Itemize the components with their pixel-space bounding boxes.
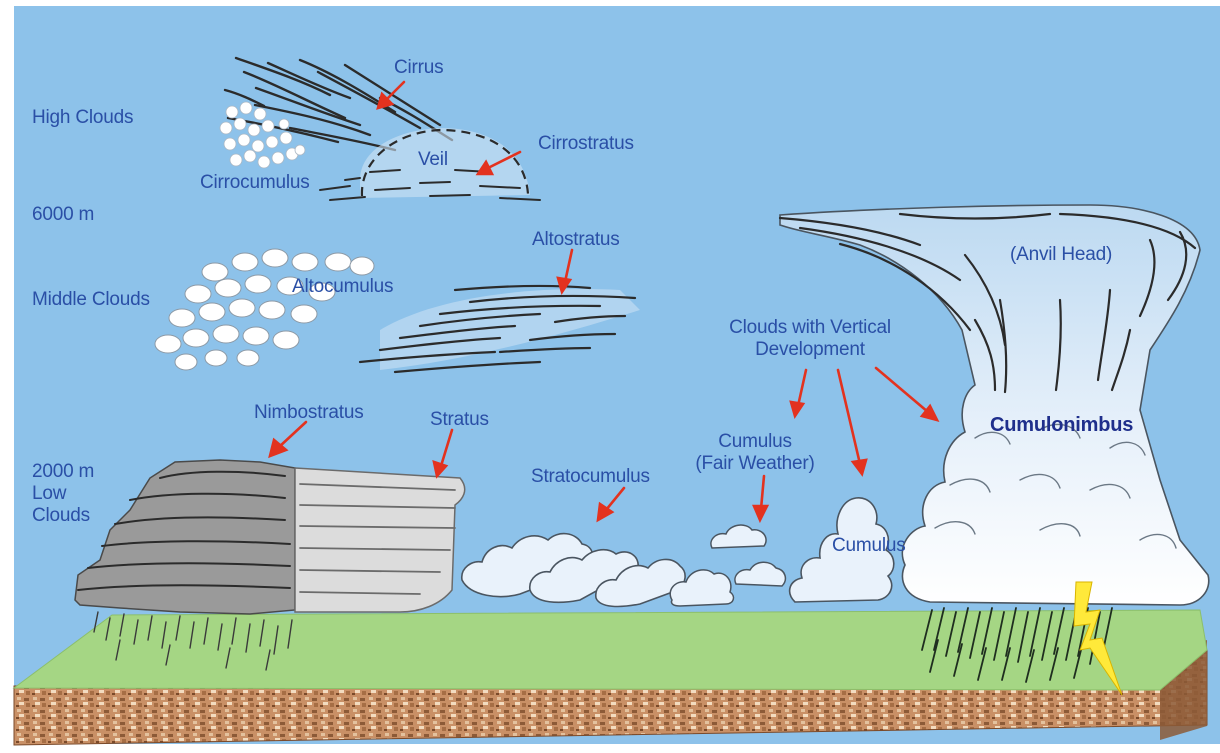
vertical-development-label-line1: Clouds with Vertical xyxy=(690,318,930,339)
cumulus-fair-weather-label-line1: Cumulus xyxy=(690,432,820,453)
cumulonimbus-label: Cumulonimbus xyxy=(990,415,1133,437)
middle-clouds-label: Middle Clouds xyxy=(32,290,150,311)
cumulus-label: Cumulus xyxy=(832,536,906,557)
high-clouds-label: High Clouds xyxy=(32,108,133,129)
veil-label: Veil xyxy=(418,150,448,171)
altostratus-label: Altostratus xyxy=(532,230,620,251)
stratus-cloud xyxy=(295,468,465,612)
nimbostratus-label: Nimbostratus xyxy=(254,403,364,424)
altitude-6000-label: 6000 m xyxy=(32,205,94,226)
anvil-head-label: (Anvil Head) xyxy=(1010,245,1112,266)
stratus-label: Stratus xyxy=(430,410,489,431)
cumulus-fair-weather-label-line2: (Fair Weather) xyxy=(690,454,820,475)
ground-surface xyxy=(14,610,1207,690)
cirrocumulus-label: Cirrocumulus xyxy=(200,173,310,194)
cirrus-label: Cirrus xyxy=(394,58,443,79)
stratocumulus-label: Stratocumulus xyxy=(531,467,650,488)
altitude-2000-label: 2000 m xyxy=(32,462,94,483)
cirrostratus-label: Cirrostratus xyxy=(538,134,634,155)
low-clouds-label-line1: Low xyxy=(32,484,66,505)
vertical-development-label-line2: Development xyxy=(690,340,930,361)
low-clouds-label-line2: Clouds xyxy=(32,506,90,527)
altocumulus-label: Altocumulus xyxy=(292,277,393,298)
